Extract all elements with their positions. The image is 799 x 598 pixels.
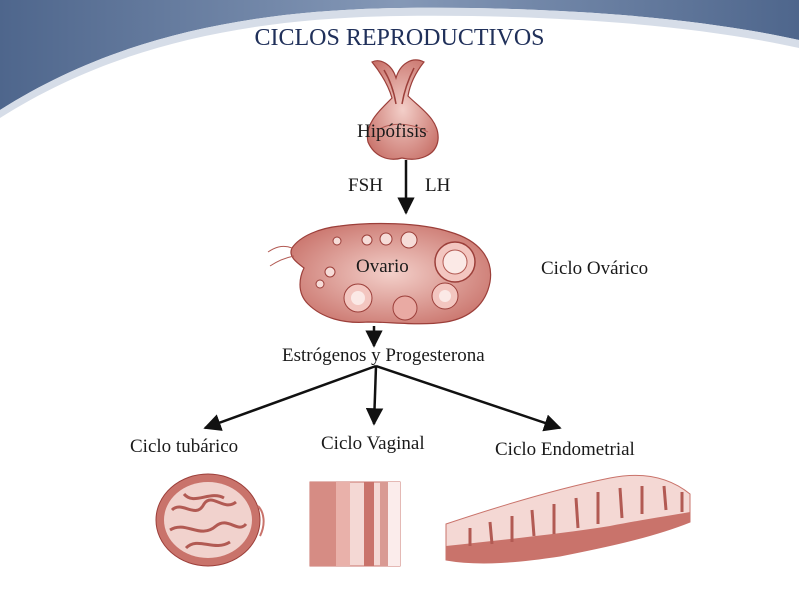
lh-label: LH bbox=[425, 175, 451, 196]
ovary-illustration bbox=[267, 222, 492, 325]
fsh-label: FSH bbox=[348, 175, 383, 196]
ovario-label: Ovario bbox=[356, 256, 409, 277]
vaginal-epithelium-section bbox=[309, 481, 401, 567]
ciclo-tubarico-label: Ciclo tubárico bbox=[130, 436, 239, 457]
fallopian-tube-cross-section bbox=[155, 473, 265, 567]
branch-arrows bbox=[203, 364, 562, 432]
hipofisis-label: Hipófisis bbox=[357, 121, 427, 142]
pituitary-gland-illustration bbox=[366, 59, 439, 160]
ciclo-ovarico-label: Ciclo Ovárico bbox=[541, 258, 649, 279]
endometrium-section bbox=[445, 474, 691, 564]
header-band bbox=[0, 0, 799, 119]
ciclo-endometrial-label: Ciclo Endometrial bbox=[495, 439, 635, 460]
hormonas-label: Estrógenos y Progesterona bbox=[282, 345, 485, 366]
ciclo-vaginal-label: Ciclo Vaginal bbox=[321, 433, 425, 454]
page-title: CICLOS REPRODUCTIVOS bbox=[254, 25, 545, 51]
